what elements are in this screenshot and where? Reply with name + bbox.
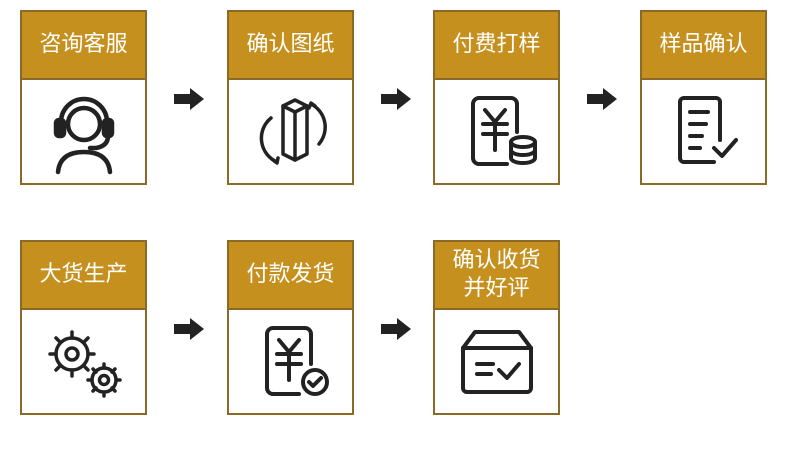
step-title: 确认收货 并好评: [435, 242, 558, 310]
flow-arrow: [585, 86, 619, 112]
step-card-sample-confirm: 样品确认: [640, 10, 767, 185]
flow-arrow: [172, 86, 206, 112]
flow-arrow: [172, 316, 206, 342]
customer-service-headset-icon: [53, 96, 114, 174]
yuan-bill-coins-icon: [470, 95, 537, 166]
step-title: 确认图纸: [229, 12, 352, 80]
step-card-paid-sample: 付费打样: [433, 10, 560, 185]
package-box-check-icon: [460, 329, 533, 394]
step-title: 大货生产: [22, 242, 145, 310]
step-card-mass-production: 大货生产: [20, 240, 147, 415]
rotating-box-drawing-icon: [259, 97, 327, 165]
step-title: 付费打样: [435, 12, 558, 80]
step-title: 付款发货: [229, 242, 352, 310]
step-title: 样品确认: [642, 12, 765, 80]
yuan-bill-check-icon: [264, 325, 329, 396]
step-card-confirm-drawing: 确认图纸: [227, 10, 354, 185]
gears-icon: [47, 329, 122, 398]
document-checkmark-icon: [677, 95, 738, 164]
flow-arrow: [379, 316, 413, 342]
step-title: 咨询客服: [22, 12, 145, 80]
step-card-confirm-receipt: 确认收货 并好评: [433, 240, 560, 415]
flow-arrow: [379, 86, 413, 112]
step-card-consult: 咨询客服: [20, 10, 147, 185]
step-card-pay-ship: 付款发货: [227, 240, 354, 415]
